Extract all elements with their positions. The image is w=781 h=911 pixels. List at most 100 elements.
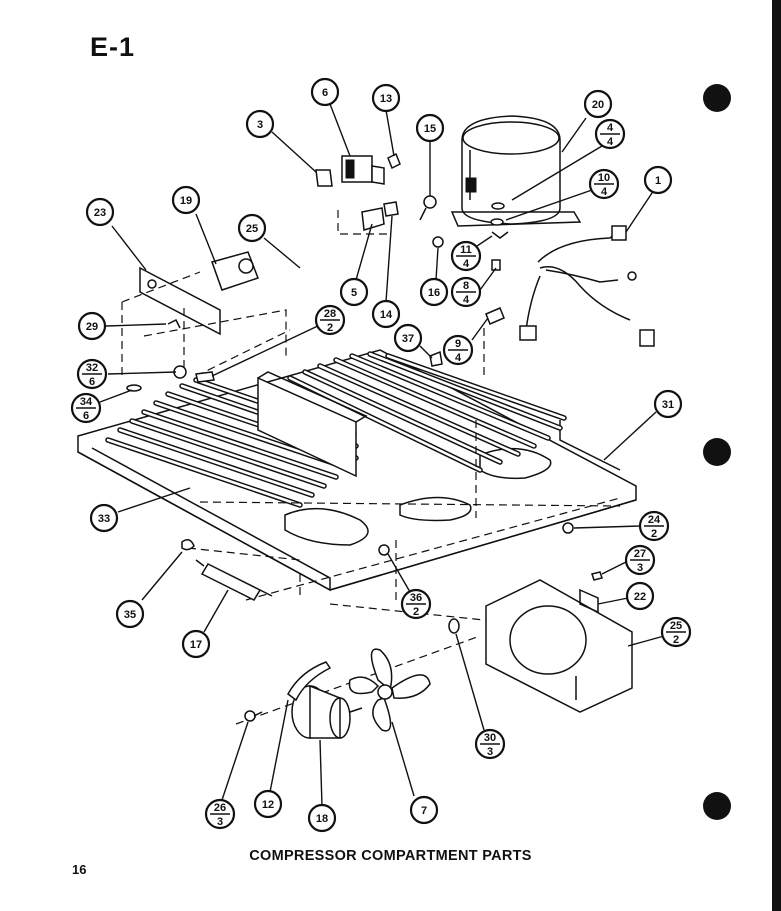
grommet xyxy=(126,318,631,649)
leader-lines xyxy=(99,103,665,807)
callout-label: 14 xyxy=(380,309,393,321)
fraction-callout-30-3: 303 xyxy=(474,728,506,760)
fraction-callout-26-3: 263 xyxy=(204,798,236,830)
divider-panel xyxy=(257,371,368,478)
defrost-timer xyxy=(211,251,259,291)
svg-text:28: 28 xyxy=(324,308,336,320)
svg-text:4: 4 xyxy=(607,136,614,148)
binder-hole xyxy=(703,792,731,820)
svg-text:3: 3 xyxy=(217,816,223,828)
fraction-callout-11-4: 114 xyxy=(450,240,482,272)
callout-label: 17 xyxy=(190,639,202,651)
fraction-callout-28-2: 282 xyxy=(314,304,346,336)
callout-20: 20 xyxy=(583,89,613,119)
figure-caption: COMPRESSOR COMPARTMENT PARTS xyxy=(249,848,532,864)
relay-cover xyxy=(361,201,399,231)
callout-label: 7 xyxy=(421,805,427,817)
svg-text:4: 4 xyxy=(607,122,614,134)
svg-text:2: 2 xyxy=(327,322,333,334)
callout-label: 18 xyxy=(316,813,328,825)
callout-37: 37 xyxy=(393,323,423,353)
callout-7: 7 xyxy=(409,795,439,825)
base-pan xyxy=(77,349,637,592)
svg-text:34: 34 xyxy=(80,396,93,408)
fan-shroud xyxy=(485,579,633,713)
fraction-callout-34-6: 346 xyxy=(70,392,102,424)
callout-1: 1 xyxy=(643,165,673,195)
screw xyxy=(244,710,263,722)
callout-31: 31 xyxy=(653,389,683,419)
page-number: 16 xyxy=(72,862,87,877)
svg-text:32: 32 xyxy=(86,362,98,374)
callout-12: 12 xyxy=(253,789,283,819)
svg-text:3: 3 xyxy=(637,562,643,574)
callout-23: 23 xyxy=(85,197,115,227)
fraction-callout-4-4: 44 xyxy=(594,118,626,150)
callout-19: 19 xyxy=(171,185,201,215)
svg-text:27: 27 xyxy=(634,548,646,560)
callout-group: 1 3 5 6 7 12 13 14 15 16 17 18 19 20 22 … xyxy=(77,77,683,833)
fraction-callout-8-4: 84 xyxy=(450,276,482,308)
terminal-post xyxy=(419,195,444,248)
fan-blade xyxy=(348,648,431,732)
fraction-callout-24-2: 242 xyxy=(638,510,670,542)
svg-text:30: 30 xyxy=(484,732,496,744)
drier xyxy=(195,559,273,601)
callout-35: 35 xyxy=(115,599,145,629)
callout-29: 29 xyxy=(77,311,107,341)
callout-label: 20 xyxy=(592,99,604,111)
callout-25: 25 xyxy=(237,213,267,243)
relay-bracket xyxy=(315,169,333,187)
fraction-callout-group: 44 104 114 84 94 282 326 346 242 273 252… xyxy=(70,118,692,830)
callout-label: 25 xyxy=(246,223,258,235)
callout-label: 13 xyxy=(380,93,392,105)
callout-label: 33 xyxy=(98,513,110,525)
callout-label: 31 xyxy=(662,399,674,411)
callout-label: 3 xyxy=(257,119,263,131)
svg-text:3: 3 xyxy=(487,746,493,758)
svg-text:25: 25 xyxy=(670,620,682,632)
svg-text:24: 24 xyxy=(648,514,661,526)
fraction-callout-9-4: 94 xyxy=(442,334,474,366)
fraction-callout-32-6: 326 xyxy=(76,358,108,390)
fan-motor xyxy=(291,684,363,739)
svg-text:26: 26 xyxy=(214,802,226,814)
svg-text:2: 2 xyxy=(413,606,419,618)
wiring-harness xyxy=(519,225,655,347)
callout-3: 3 xyxy=(245,109,275,139)
callout-label: 29 xyxy=(86,321,98,333)
svg-text:10: 10 xyxy=(598,172,610,184)
callout-22: 22 xyxy=(625,581,655,611)
callout-label: 6 xyxy=(322,87,328,99)
callout-15: 15 xyxy=(415,113,445,143)
callout-17: 17 xyxy=(181,629,211,659)
relay xyxy=(341,155,385,185)
fraction-callout-27-3: 273 xyxy=(624,544,656,576)
callout-16: 16 xyxy=(419,277,449,307)
grommet-washer xyxy=(485,202,509,325)
svg-text:6: 6 xyxy=(89,376,95,388)
motor-bracket xyxy=(287,661,332,702)
callout-label: 37 xyxy=(402,333,414,345)
callout-label: 22 xyxy=(634,591,646,603)
compressor xyxy=(450,115,582,227)
callout-label: 15 xyxy=(424,123,436,135)
drier-clamp xyxy=(181,539,195,551)
svg-text:36: 36 xyxy=(410,592,422,604)
callout-6: 6 xyxy=(310,77,340,107)
callout-label: 16 xyxy=(428,287,440,299)
svg-text:2: 2 xyxy=(651,528,657,540)
callout-label: 1 xyxy=(655,175,661,187)
binder-hole xyxy=(703,84,731,112)
svg-text:4: 4 xyxy=(601,186,608,198)
svg-text:8: 8 xyxy=(463,280,469,292)
svg-text:2: 2 xyxy=(673,634,679,646)
page-code: E-1 xyxy=(90,32,136,62)
svg-text:4: 4 xyxy=(463,258,470,270)
callout-18: 18 xyxy=(307,803,337,833)
callout-13: 13 xyxy=(371,83,401,113)
callout-label: 23 xyxy=(94,207,106,219)
fraction-callout-10-4: 104 xyxy=(588,168,620,200)
